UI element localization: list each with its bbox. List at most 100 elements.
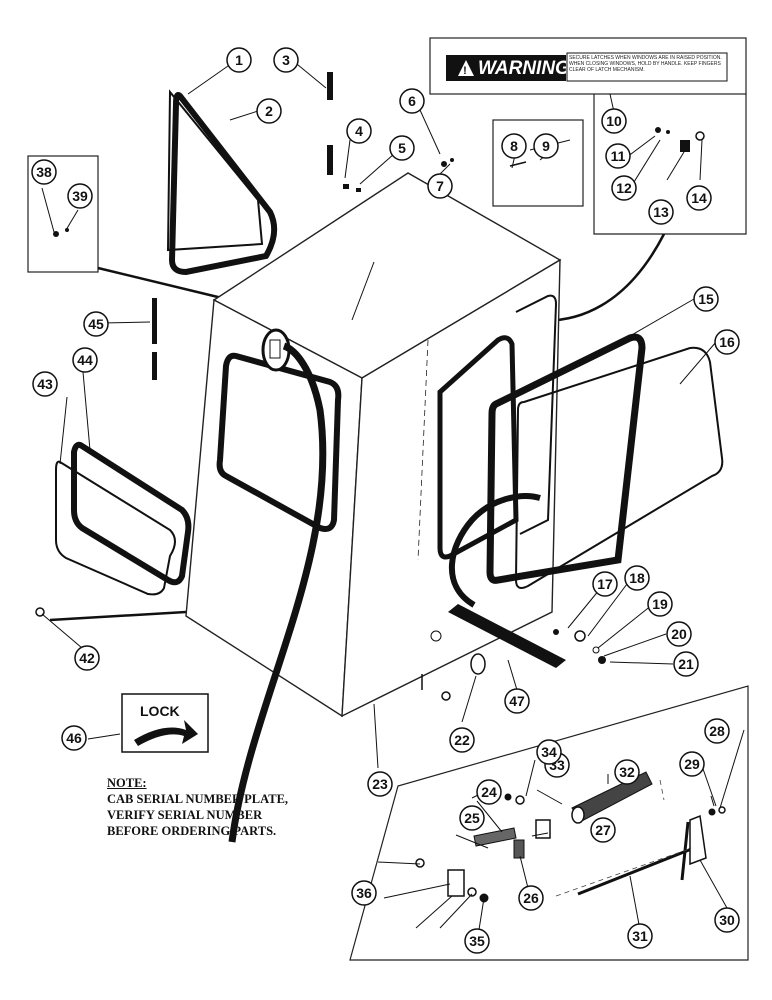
callout-number: 18	[629, 570, 645, 586]
callout-number: 6	[408, 93, 416, 109]
latch-detail-box	[349, 685, 749, 961]
svg-text:!: !	[463, 65, 467, 77]
callout-circle	[256, 98, 282, 124]
callout-circle	[273, 47, 299, 73]
callout-number: 46	[66, 730, 82, 746]
callout-35: 35	[464, 928, 490, 954]
note-line-2: VERIFY SERIAL NUMBER	[107, 808, 263, 822]
callout-39: 39	[67, 183, 93, 209]
latch-parts	[415, 771, 726, 903]
callout-number: 9	[542, 138, 550, 154]
callout-number: 1	[235, 52, 243, 68]
callout-circle	[31, 159, 57, 185]
callout-number: 31	[632, 928, 648, 944]
callout-31: 31	[627, 923, 653, 949]
callout-circle	[714, 329, 740, 355]
serial-plate-leader	[228, 342, 327, 843]
callout-1: 1	[226, 47, 252, 73]
callout-number: 45	[88, 316, 104, 332]
callout-circle	[367, 771, 393, 797]
detail-box-8-9	[492, 119, 584, 207]
callout-number: 30	[719, 912, 735, 928]
callout-27: 27	[590, 817, 616, 843]
callout-7: 7	[427, 173, 453, 199]
callout-circle	[501, 133, 527, 159]
callout-circle	[518, 885, 544, 911]
warning-heading: WARNING	[478, 58, 570, 79]
callout-4: 4	[346, 118, 372, 144]
callout-number: 21	[678, 656, 694, 672]
callout-number: 23	[372, 776, 388, 792]
callout-11: 11	[605, 143, 631, 169]
callout-number: 5	[398, 140, 406, 156]
callout-20: 20	[666, 621, 692, 647]
callout-5: 5	[389, 135, 415, 161]
callout-circle	[666, 621, 692, 647]
part-triangular-window	[166, 89, 278, 276]
callout-number: 4	[355, 123, 363, 139]
note-line-1: CAB SERIAL NUMBER PLATE,	[107, 792, 289, 806]
part-rear-window	[55, 441, 192, 596]
callout-25: 25	[459, 805, 485, 831]
callout-9: 9	[533, 133, 559, 159]
callout-circle	[533, 133, 559, 159]
callout-number: 47	[509, 693, 525, 709]
small-hardware	[35, 127, 705, 701]
callout-circle	[679, 751, 705, 777]
part-strips-3-4	[327, 72, 361, 192]
callout-circle	[605, 143, 631, 169]
callout-number: 28	[709, 723, 725, 739]
callout-14: 14	[686, 185, 712, 211]
part-sill-strip	[448, 604, 566, 668]
callout-circle	[464, 928, 490, 954]
callout-number: 43	[37, 376, 53, 392]
callout-number: 27	[595, 822, 611, 838]
callout-42: 42	[74, 645, 100, 671]
callout-circle	[592, 571, 618, 597]
callout-circle	[389, 135, 415, 161]
callout-12: 12	[611, 175, 637, 201]
callout-43: 43	[32, 371, 58, 397]
latch-dashed-guides	[555, 779, 693, 897]
callout-circle	[504, 688, 530, 714]
callout-circle	[61, 725, 87, 751]
note-line-3: BEFORE ORDERING PARTS.	[107, 824, 277, 838]
callout-number: 2	[265, 103, 273, 119]
callout-18: 18	[624, 565, 650, 591]
lock-decal: LOCK	[121, 693, 209, 753]
callout-number: 3	[282, 52, 290, 68]
callout-circle	[427, 173, 453, 199]
callout-number: 16	[719, 334, 735, 350]
callout-circle	[686, 185, 712, 211]
callout-38: 38	[31, 159, 57, 185]
callout-30: 30	[714, 907, 740, 933]
callout-number: 17	[597, 576, 613, 592]
callout-23: 23	[367, 771, 393, 797]
detail-box-38-39	[27, 155, 99, 273]
callout-circle	[449, 727, 475, 753]
callout-number: 22	[454, 732, 470, 748]
callout-number: 42	[79, 650, 95, 666]
callout-26: 26	[518, 885, 544, 911]
callout-36: 36	[351, 880, 377, 906]
callout-circle	[647, 591, 673, 617]
callout-number: 24	[481, 784, 497, 800]
serial-plate-note: NOTE: CAB SERIAL NUMBER PLATE, VERIFY SE…	[107, 775, 292, 838]
lock-decal-label: LOCK	[140, 703, 180, 719]
callout-10: 10	[601, 108, 627, 134]
callout-number: 11	[611, 148, 626, 164]
warning-fine-print: SECURE LATCHES WHEN WINDOWS ARE IN RAISE…	[569, 55, 722, 73]
callout-15: 15	[693, 286, 719, 312]
callout-34: 34	[536, 739, 562, 765]
callout-circle	[536, 739, 562, 765]
callout-circle	[83, 311, 109, 337]
callout-circle	[72, 347, 98, 373]
serial-plate	[261, 328, 291, 372]
callout-24: 24	[476, 779, 502, 805]
callout-number: 10	[606, 113, 622, 129]
callout-number: 26	[523, 890, 539, 906]
callout-6: 6	[399, 88, 425, 114]
callout-circle	[714, 907, 740, 933]
callout-44: 44	[72, 347, 98, 373]
